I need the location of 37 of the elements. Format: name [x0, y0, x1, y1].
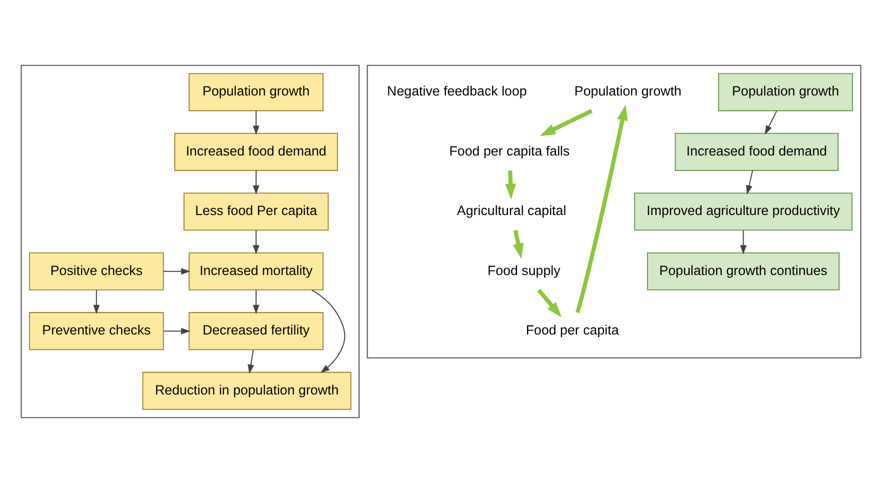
- arrow: [537, 288, 562, 318]
- node-text: Food per capita falls: [449, 143, 570, 158]
- node-box: Increased food demand: [674, 132, 839, 171]
- arrow: [740, 230, 747, 254]
- arrow: [312, 290, 346, 374]
- arrow: [164, 328, 190, 334]
- node-box: Population growth: [188, 73, 324, 112]
- arrow: [512, 230, 524, 259]
- arrow: [540, 108, 593, 136]
- node-text: Food supply: [487, 262, 560, 278]
- arrow: [252, 290, 260, 314]
- arrow: [252, 230, 260, 254]
- arrow: [576, 104, 628, 314]
- node-box: Population growth: [718, 73, 854, 112]
- node-box: Increased food demand: [174, 132, 338, 171]
- node-text: Food per capita: [526, 322, 619, 338]
- node-box: Population growth continues: [647, 252, 840, 290]
- node-box: Reduction in population growth: [142, 372, 352, 410]
- arrow: [505, 170, 516, 200]
- arrow: [746, 170, 754, 195]
- node-text: Agricultural capital: [456, 203, 566, 218]
- arrow: [248, 350, 254, 374]
- cluster: [366, 64, 862, 358]
- node-box: Decreased fertility: [188, 312, 324, 350]
- arrow: [252, 110, 260, 135]
- node-box: Less food Per capita: [183, 192, 329, 231]
- node-text: Population growth: [574, 84, 682, 99]
- arrow: [93, 290, 100, 314]
- node-box: Improved agriculture productivity: [634, 192, 852, 231]
- arrow: [252, 170, 260, 195]
- arrow: [764, 110, 778, 135]
- arrow: [164, 268, 190, 275]
- node-box: Increased mortality: [188, 252, 324, 290]
- node-box: Preventive checks: [28, 312, 164, 350]
- cluster: [20, 64, 360, 418]
- node-box: Positive checks: [28, 252, 164, 290]
- label: Negative feedback loop: [387, 84, 527, 99]
